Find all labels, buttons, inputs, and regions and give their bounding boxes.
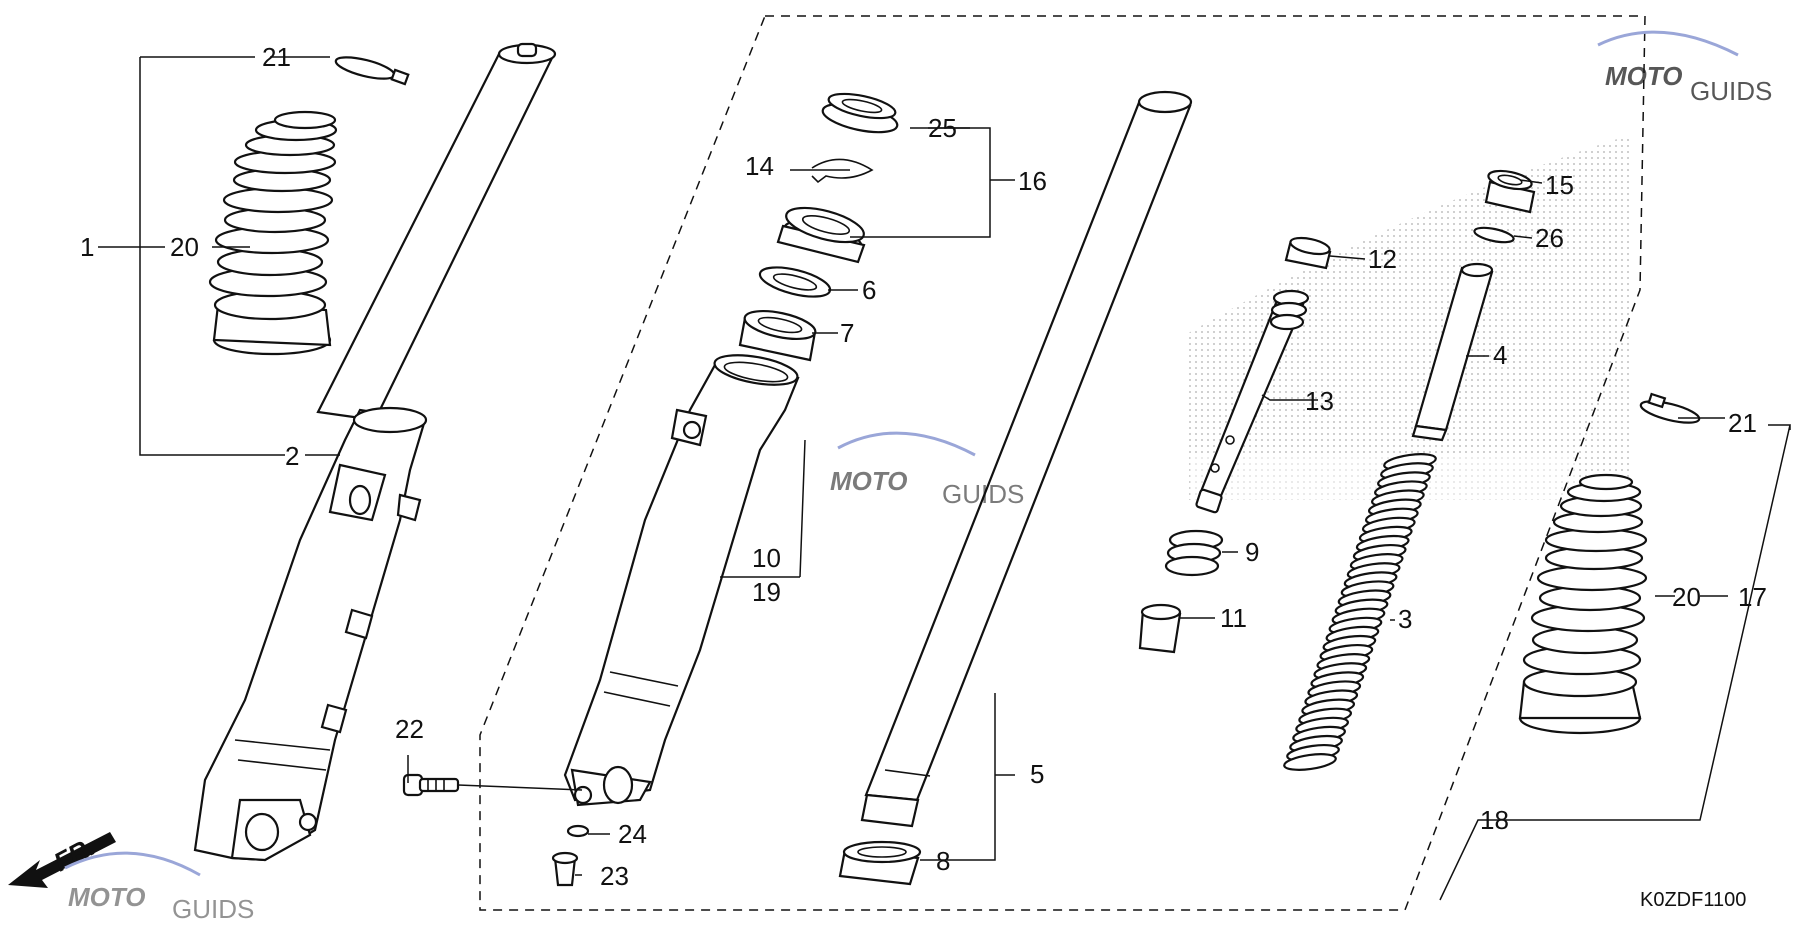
callout-2: 2 xyxy=(285,441,299,471)
drain-bolt xyxy=(551,851,579,887)
spring-coil xyxy=(1283,753,1337,771)
front-direction-indicator: FR. xyxy=(8,831,116,888)
socket-bolt xyxy=(402,773,460,797)
callout-7: 7 xyxy=(840,318,854,348)
callout-18: 18 xyxy=(1480,805,1509,835)
assembly-frame xyxy=(479,15,1646,911)
callout-25: 25 xyxy=(928,113,957,143)
callout-21: 21 xyxy=(262,42,291,72)
stopper-ring xyxy=(811,158,874,184)
brand-watermark-center: MOTO GUIDS xyxy=(830,431,1024,509)
callout-8: 8 xyxy=(936,846,950,876)
svg-text:GUIDS: GUIDS xyxy=(1690,76,1772,106)
callout-16: 16 xyxy=(1018,166,1047,196)
callout-3: 3 xyxy=(1398,604,1412,634)
svg-text:GUIDS: GUIDS xyxy=(172,894,254,924)
front-arrow-icon xyxy=(8,832,116,888)
sealing-washer xyxy=(566,824,590,838)
oil-lock-piece xyxy=(1138,603,1182,654)
callout-6: 6 xyxy=(862,275,876,305)
callout-20: 20 xyxy=(170,232,199,262)
dust-seal-clip-right xyxy=(1639,392,1701,424)
callout-5: 5 xyxy=(1030,759,1044,789)
slider-bushing xyxy=(738,309,817,362)
callout-19: 19 xyxy=(752,577,781,607)
callout-1: 1 xyxy=(80,232,94,262)
callout-22: 22 xyxy=(395,714,424,744)
fork-pipe xyxy=(860,90,1193,828)
leader-lines xyxy=(98,56,1791,901)
callout-12: 12 xyxy=(1368,244,1397,274)
back-up-ring xyxy=(758,266,832,298)
callout-17: 17 xyxy=(1738,582,1767,612)
oil-seal-top xyxy=(821,92,899,134)
callout-14: 14 xyxy=(745,151,774,181)
oil-seal-16 xyxy=(776,206,866,264)
fork-leg-assembled-left xyxy=(193,42,557,862)
callout-9: 9 xyxy=(1245,537,1259,567)
spring-collar-pipe xyxy=(1411,262,1494,442)
o-ring xyxy=(1473,226,1515,244)
callout-24: 24 xyxy=(618,819,647,849)
callout-21-right: 21 xyxy=(1728,408,1757,438)
callout-23: 23 xyxy=(600,861,629,891)
fork-boot-left xyxy=(208,110,338,356)
callout-13: 13 xyxy=(1305,386,1334,416)
rebound-spring xyxy=(1164,529,1224,577)
spring-collar-12 xyxy=(1284,236,1332,270)
callout-10: 10 xyxy=(752,543,781,573)
brand-watermark-bottom-left: MOTO GUIDS xyxy=(64,851,254,924)
callout-26: 26 xyxy=(1535,223,1564,253)
callout-20-right: 20 xyxy=(1672,582,1701,612)
svg-text:MOTO: MOTO xyxy=(68,882,146,912)
diagram-code: K0ZDF1100 xyxy=(1640,889,1746,911)
guide-bushing xyxy=(838,840,922,886)
fork-boot-right xyxy=(1518,473,1648,735)
svg-text:MOTO: MOTO xyxy=(1605,61,1683,91)
svg-text:MOTO: MOTO xyxy=(830,466,908,496)
fork-bottom-case xyxy=(563,354,800,807)
damper-rod xyxy=(1195,289,1310,514)
brand-watermark-top-right: MOTO GUIDS xyxy=(1597,30,1772,106)
dust-seal-clip-left xyxy=(334,56,410,86)
svg-text:GUIDS: GUIDS xyxy=(942,479,1024,509)
fork-spring xyxy=(1283,453,1437,771)
callout-labels: 1 2 3 4 5 6 7 8 9 10 11 12 13 14 15 16 1… xyxy=(80,42,1767,891)
fork-cap-bolt xyxy=(1484,169,1536,214)
callout-11: 11 xyxy=(1220,603,1247,633)
callout-15: 15 xyxy=(1545,170,1574,200)
callout-4: 4 xyxy=(1493,340,1507,370)
